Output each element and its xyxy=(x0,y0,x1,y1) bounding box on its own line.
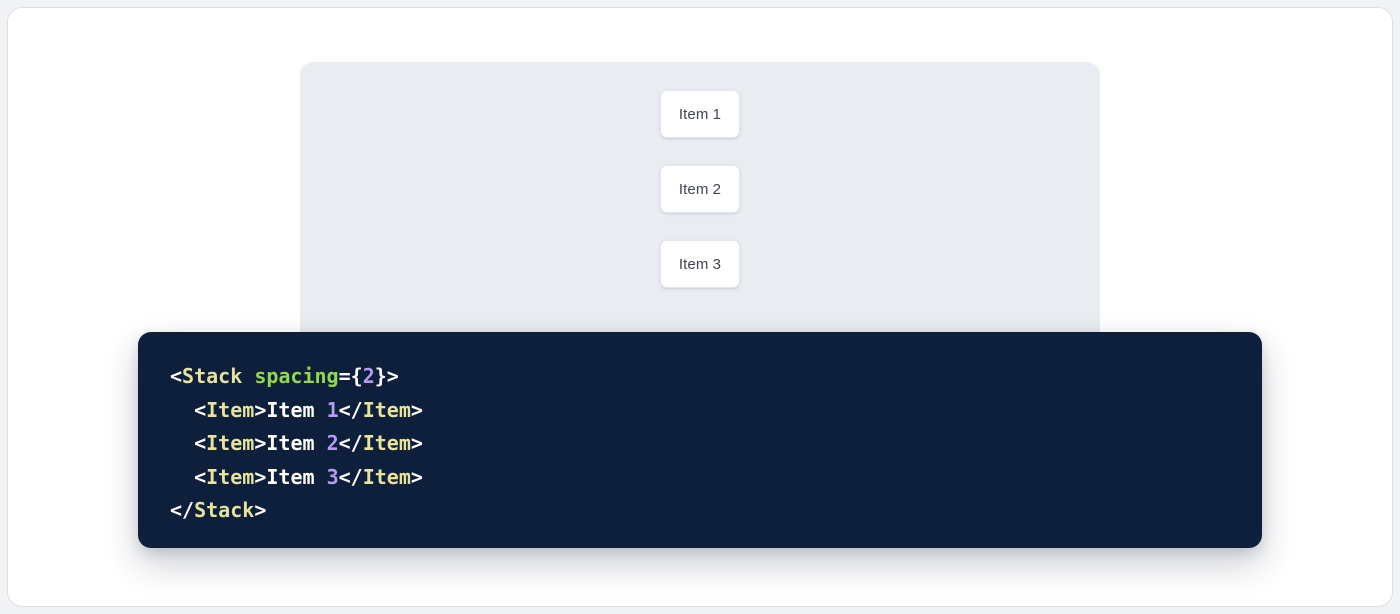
code-token-tag: Item xyxy=(362,397,411,422)
code-snippet[interactable]: <Stack spacing={2}> <Item>Item 1</Item> … xyxy=(138,360,1262,528)
code-token-num: 1 xyxy=(326,397,339,422)
stack-container: Item 1 Item 2 Item 3 xyxy=(300,62,1100,288)
code-token-punct: > xyxy=(254,431,267,456)
code-token-num: 2 xyxy=(362,364,375,388)
code-token-punct: > xyxy=(254,498,267,523)
code-line: </Stack> xyxy=(170,494,1230,528)
code-token-punct: </ xyxy=(338,397,363,422)
code-token-punct: } xyxy=(374,364,387,388)
code-token-punct xyxy=(170,398,194,422)
code-line: <Item>Item 2</Item> xyxy=(170,427,1230,461)
code-line: <Stack spacing={2}> xyxy=(170,360,1230,394)
stack-item-label: Item 3 xyxy=(678,255,722,273)
code-token-text: Item xyxy=(266,464,327,489)
code-token-tag: Item xyxy=(206,464,255,489)
code-token-punct xyxy=(242,364,254,388)
code-token-punct xyxy=(170,431,194,455)
stack-item-label: Item 1 xyxy=(678,105,722,123)
stack-item[interactable]: Item 2 xyxy=(660,165,740,213)
code-token-punct: > xyxy=(254,464,267,489)
code-token-punct: = xyxy=(338,364,351,388)
code-block: <Stack spacing={2}> <Item>Item 1</Item> … xyxy=(138,332,1262,548)
code-token-punct: > xyxy=(410,397,423,422)
code-token-punct: </ xyxy=(170,498,195,523)
code-token-punct xyxy=(170,465,194,489)
code-token-attr: spacing xyxy=(254,364,339,388)
code-token-tag: Item xyxy=(362,431,411,456)
code-token-punct: </ xyxy=(338,431,363,456)
code-line: <Item>Item 1</Item> xyxy=(170,394,1230,428)
code-token-tag: Stack xyxy=(194,498,255,523)
code-token-tag: Item xyxy=(362,464,411,489)
code-token-punct: </ xyxy=(338,464,363,489)
code-token-tag: Item xyxy=(206,431,255,456)
code-token-punct: > xyxy=(410,464,423,489)
stack-item-label: Item 2 xyxy=(678,180,722,198)
stack-item[interactable]: Item 1 xyxy=(660,90,740,138)
code-token-punct: < xyxy=(170,364,183,388)
code-token-tag: Item xyxy=(206,397,255,422)
code-token-punct: < xyxy=(194,431,207,456)
code-line: <Item>Item 3</Item> xyxy=(170,461,1230,495)
code-token-punct: > xyxy=(254,397,267,422)
code-token-punct: > xyxy=(410,431,423,456)
code-token-num: 3 xyxy=(326,464,339,489)
code-token-tag: Stack xyxy=(182,364,243,388)
code-token-text: Item xyxy=(266,431,327,456)
code-token-punct: { xyxy=(350,364,363,388)
code-token-punct: > xyxy=(386,364,399,388)
code-token-text: Item xyxy=(266,397,327,422)
code-token-num: 2 xyxy=(326,431,339,456)
code-token-punct: < xyxy=(194,397,207,422)
stack-item[interactable]: Item 3 xyxy=(660,240,740,288)
code-token-punct: < xyxy=(194,464,207,489)
